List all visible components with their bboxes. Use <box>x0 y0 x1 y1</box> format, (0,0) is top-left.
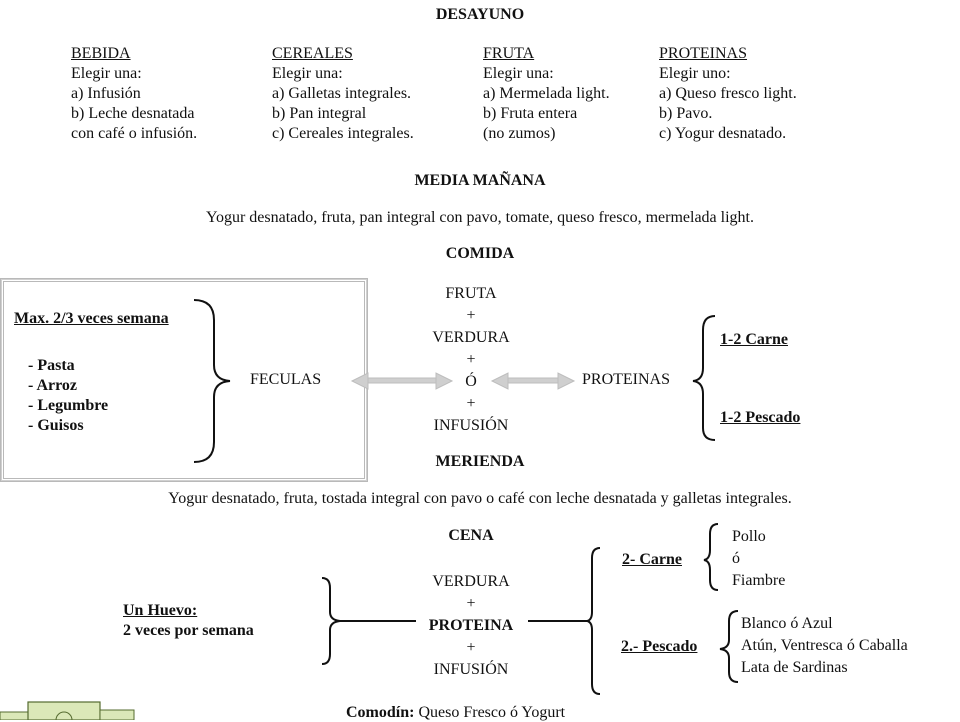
option-item: Lata de Sardinas <box>741 659 848 676</box>
center-item: INFUSIÓN <box>433 661 509 678</box>
center-item: + <box>466 639 476 656</box>
column-line: b) Pan integral <box>272 105 367 122</box>
center-item: VERDURA <box>432 573 510 590</box>
center-item: Ó <box>465 373 477 390</box>
option-item: ó <box>732 550 740 567</box>
center-item: + <box>466 395 476 412</box>
center-item: VERDURA <box>432 329 510 346</box>
protein-label: PROTEINAS <box>582 371 671 388</box>
egg-label: Un Huevo: <box>123 602 198 619</box>
egg-frequency: 2 veces por semana <box>123 622 254 639</box>
column-line: c) Cereales integrales. <box>272 125 414 142</box>
starch-brace <box>193 299 231 463</box>
center-item: INFUSIÓN <box>433 417 509 434</box>
option-item: Blanco ó Azul <box>741 615 833 632</box>
dinner-meat-options: Pollo ó Fiambre <box>732 526 785 592</box>
option-item: Pollo <box>732 528 766 545</box>
meat-options-brace <box>703 523 719 591</box>
center-item: + <box>466 307 476 324</box>
center-item: + <box>466 595 476 612</box>
list-item: - Guisos <box>28 417 84 434</box>
note-clipart-icon <box>0 701 135 720</box>
center-item: + <box>466 351 476 368</box>
dinner-meat-label: 2- Carne <box>622 551 682 568</box>
column-line: a) Mermelada light. <box>483 85 610 102</box>
breakfast-column-fruit: FRUTA Elegir una: a) Mermelada light. b)… <box>483 44 610 144</box>
midmorning-text: Yogur desnatado, fruta, pan integral con… <box>206 209 754 226</box>
column-line: b) Fruta entera <box>483 105 578 122</box>
egg-block: Un Huevo: 2 veces por semana <box>123 601 254 641</box>
column-line: Elegir una: <box>483 65 554 82</box>
lunch-title: COMIDA <box>445 245 515 262</box>
dinner-protein-brace <box>586 547 601 695</box>
dinner-center-stack: VERDURA + PROTEINA + INFUSIÓN <box>411 571 531 681</box>
dinner-title: CENA <box>448 527 494 544</box>
option-item: Atún, Ventresca ó Caballa <box>741 637 908 654</box>
column-line: b) Leche desnatada <box>71 105 195 122</box>
wildcard-label: Comodín: <box>346 704 415 721</box>
column-line: a) Galletas integrales. <box>272 85 412 102</box>
column-heading: FRUTA <box>483 45 535 62</box>
list-item: - Arroz <box>28 377 78 394</box>
column-line: Elegir uno: <box>659 65 731 82</box>
starch-list: - Pasta - Arroz - Legumbre - Guisos <box>28 356 108 436</box>
center-item: FRUTA <box>445 285 497 302</box>
column-line: (no zumos) <box>483 125 556 142</box>
lunch-center-stack: FRUTA + VERDURA + Ó + INFUSIÓN <box>411 283 531 437</box>
list-item: - Legumbre <box>28 397 109 414</box>
breakfast-title: DESAYUNO <box>435 6 525 23</box>
column-line: con café o infusión. <box>71 125 198 142</box>
starch-label: FECULAS <box>250 371 322 388</box>
column-line: a) Infusión <box>71 85 141 102</box>
breakfast-column-proteins: PROTEINAS Elegir uno: a) Queso fresco li… <box>659 44 797 144</box>
midmorning-title: MEDIA MAÑANA <box>414 172 546 189</box>
column-heading: PROTEINAS <box>659 45 748 62</box>
option-item: Fiambre <box>732 572 786 589</box>
list-item: - Pasta <box>28 357 75 374</box>
column-line: a) Queso fresco light. <box>659 85 797 102</box>
dinner-fish-options: Blanco ó Azul Atún, Ventresca ó Caballa … <box>741 613 908 679</box>
wildcard-note: Comodín: Queso Fresco ó Yogurt <box>346 704 565 722</box>
lunch-fish-label: 1-2 Pescado <box>720 409 801 426</box>
column-heading: BEBIDA <box>71 45 131 62</box>
lunch-protein-brace <box>692 315 716 441</box>
snack-title: MERIENDA <box>435 453 525 470</box>
breakfast-column-cereals: CEREALES Elegir una: a) Galletas integra… <box>272 44 414 144</box>
lunch-meat-label: 1-2 Carne <box>720 331 788 348</box>
breakfast-column-drink: BEBIDA Elegir una: a) Infusión b) Leche … <box>71 44 197 144</box>
column-line: b) Pavo. <box>659 105 713 122</box>
dinner-fish-label: 2.- Pescado <box>621 638 698 655</box>
starch-limit-label: Max. 2/3 veces semana <box>14 310 169 327</box>
double-arrow-starch <box>350 372 454 390</box>
column-line: c) Yogur desnatado. <box>659 125 787 142</box>
fish-options-brace <box>719 610 739 683</box>
double-arrow-protein <box>490 372 576 390</box>
snack-text: Yogur desnatado, fruta, tostada integral… <box>168 490 792 507</box>
center-item-protein: PROTEINA <box>428 617 514 634</box>
column-heading: CEREALES <box>272 45 353 62</box>
column-line: Elegir una: <box>272 65 343 82</box>
wildcard-text: Queso Fresco ó Yogurt <box>418 704 566 721</box>
column-line: Elegir una: <box>71 65 142 82</box>
egg-brace <box>321 577 341 665</box>
